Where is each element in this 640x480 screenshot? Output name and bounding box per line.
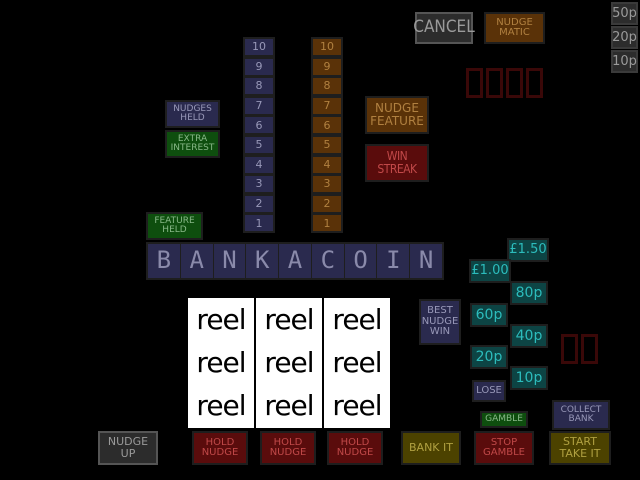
credit-display [466, 68, 544, 98]
bankacoin-letter: A [279, 244, 312, 278]
ladder-step: 6 [311, 115, 343, 136]
reel-symbol: reel [264, 345, 314, 379]
ladder-step: 2 [311, 193, 343, 214]
reel-symbol: reel [332, 389, 382, 423]
orange-feature-ladder: 10 9 8 7 6 5 4 3 2 1 [311, 37, 343, 235]
reel-symbol: reel [332, 302, 382, 336]
prize-100-lamp: £1.00 [469, 259, 511, 283]
ladder-step: 4 [243, 154, 275, 175]
reel-1: reel reel reel [188, 298, 254, 428]
reel-symbol: reel [196, 302, 246, 336]
reel-symbol: reel [196, 345, 246, 379]
bankacoin-letter: N [213, 244, 247, 278]
gamble-lamp: GAMBLE [480, 411, 528, 428]
bankacoin-letter: K [246, 244, 280, 278]
ladder-step: 9 [311, 56, 343, 77]
ladder-step: 2 [243, 193, 275, 214]
feature-held-lamp: FEATURE HELD [146, 212, 203, 240]
collect-bank-button[interactable]: COLLECT BANK [552, 400, 610, 430]
blue-nudge-ladder: 10 9 8 7 6 5 4 3 2 1 [243, 37, 275, 235]
nudges-held-lamp: NUDGES HELD [165, 100, 220, 128]
reel-symbol: reel [332, 345, 382, 379]
ladder-step: 5 [243, 135, 275, 155]
prize-60p-lamp: 60p [470, 303, 508, 327]
reel-2: reel reel reel [256, 298, 322, 428]
start-take-it-button[interactable]: START TAKE IT [549, 431, 611, 465]
bankacoin-letter: B [148, 244, 181, 278]
best-nudge-win-lamp: BEST NUDGE WIN [419, 299, 461, 345]
prize-40p-lamp: 40p [510, 324, 548, 348]
reel-3: reel reel reel [324, 298, 390, 428]
ladder-step: 3 [243, 174, 275, 195]
reel-symbol: reel [264, 302, 314, 336]
bankacoin-letter: I [377, 244, 411, 278]
bankacoin-letter: C [311, 244, 345, 278]
hold-nudge-3-button[interactable]: HOLD NUDGE [327, 431, 383, 465]
prize-80p-lamp: 80p [510, 281, 548, 305]
reel-symbol: reel [264, 389, 314, 423]
extra-interest-lamp: EXTRA INTEREST [165, 130, 220, 158]
win-streak-lamp: WIN STREAK [365, 144, 429, 182]
ladder-step: 10 [311, 37, 343, 57]
nudge-up-button[interactable]: NUDGE UP [98, 431, 158, 465]
bankacoin-trail: B A N K A C O I N [146, 242, 444, 280]
cancel-button[interactable]: CANCEL [413, 12, 475, 44]
ladder-step: 3 [311, 174, 343, 195]
bankacoin-letter: A [180, 244, 214, 278]
ladder-step: 4 [311, 154, 343, 175]
bank-it-button[interactable]: BANK IT [401, 431, 461, 465]
ladder-step: 7 [311, 95, 343, 116]
ladder-step: 7 [243, 95, 275, 116]
ladder-step: 1 [243, 213, 275, 234]
ladder-step: 1 [311, 213, 343, 234]
ladder-step: 8 [311, 76, 343, 97]
ladder-step: 8 [243, 76, 275, 97]
hold-nudge-1-button[interactable]: HOLD NUDGE [192, 431, 248, 465]
reel-symbol: reel [196, 389, 246, 423]
coin-20p-button[interactable]: 20p [611, 26, 638, 49]
prize-20p-lamp: 20p [470, 345, 508, 369]
ladder-step: 10 [243, 37, 275, 57]
ladder-step: 9 [243, 56, 275, 77]
ladder-step: 6 [243, 115, 275, 136]
bankacoin-letter: N [410, 244, 443, 278]
nudge-count-display [561, 334, 599, 364]
coin-10p-button[interactable]: 10p [611, 50, 638, 73]
lose-lamp: LOSE [472, 380, 506, 402]
stop-gamble-button[interactable]: STOP GAMBLE [474, 431, 534, 465]
nudge-matic-button[interactable]: NUDGE MATIC [484, 12, 545, 44]
nudge-feature-lamp: NUDGE FEATURE [365, 96, 429, 134]
ladder-step: 5 [311, 135, 343, 155]
hold-nudge-2-button[interactable]: HOLD NUDGE [260, 431, 316, 465]
bankacoin-letter: O [344, 244, 378, 278]
prize-10p-lamp: 10p [510, 366, 548, 390]
prize-150-lamp: £1.50 [507, 238, 549, 262]
coin-50p-button[interactable]: 50p [611, 2, 638, 25]
